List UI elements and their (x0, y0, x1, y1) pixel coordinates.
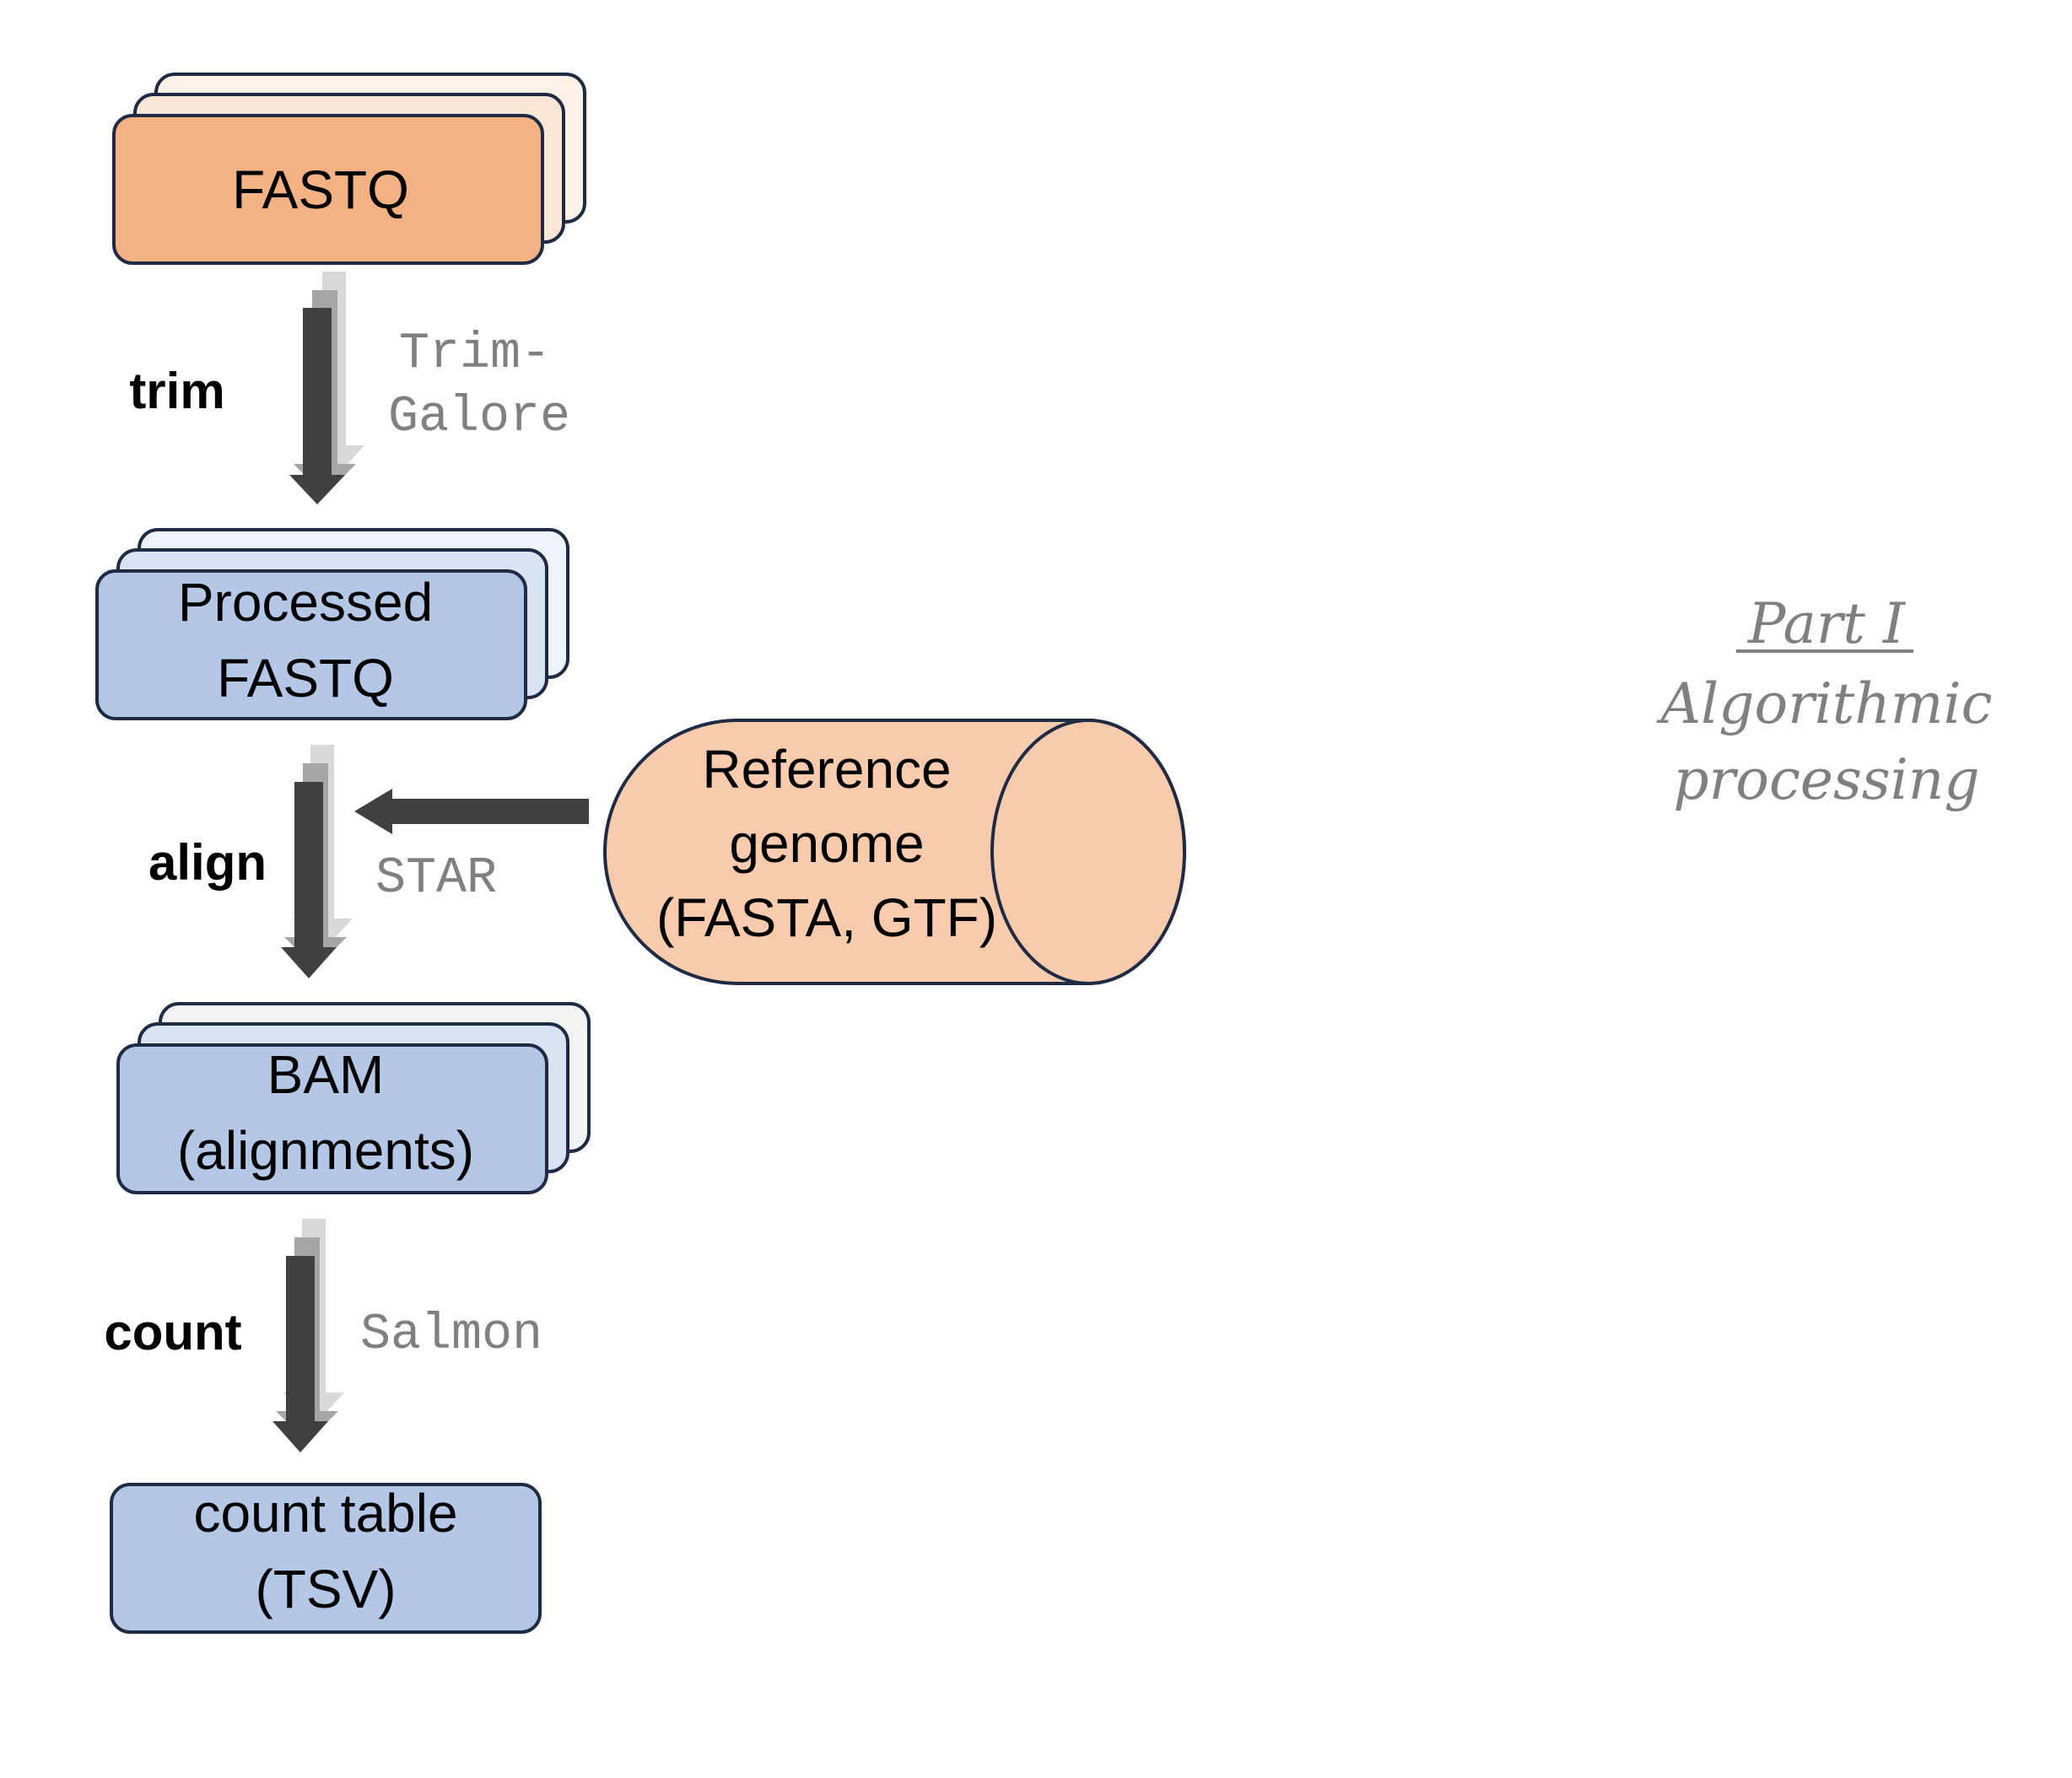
trim-step-label: trim (129, 363, 224, 419)
side-note-line-1: Algorithmic (1655, 671, 1992, 736)
reference-arrow-shaft (392, 799, 589, 824)
trim-arrow (289, 272, 364, 504)
count-arrow-head (272, 1421, 328, 1452)
fastq-front-sheet (112, 114, 544, 265)
count-table-sheet (110, 1483, 542, 1634)
bam-label-line-2: (alignments) (177, 1120, 474, 1181)
count-table-label-line-1: count table (193, 1483, 457, 1544)
align-step-label: align (148, 834, 267, 891)
trim-tool-label-line-1: Trim- (399, 326, 551, 383)
trim-tool-label-line-2: Galore (388, 389, 570, 446)
reference-genome-node: Reference genome (FASTA, GTF) (603, 719, 1186, 985)
side-note-title: Part I (1747, 591, 1907, 656)
reference-label-line-2: genome (729, 813, 924, 874)
align-tool-label: STAR (375, 850, 497, 908)
count-step-label: count (104, 1304, 241, 1360)
side-note-line-2: processing (1673, 747, 1979, 812)
count-tool-label: Salmon (360, 1307, 542, 1364)
bam-label-line-1: BAM (267, 1044, 385, 1105)
processed-fastq-label-line-2: FASTQ (217, 648, 394, 709)
count-arrow-shaft (286, 1256, 315, 1421)
trim-arrow-head (289, 475, 345, 504)
align-arrow-shaft (294, 782, 323, 947)
processed-fastq-label-line-1: Processed (178, 572, 433, 633)
trim-arrow-shaft (303, 308, 332, 475)
count-table-node: count table (TSV) (110, 1483, 542, 1634)
align-arrow (281, 745, 353, 978)
side-note: Part I Algorithmic processing (1655, 591, 1992, 812)
bam-front-sheet (116, 1043, 548, 1194)
bam-node: BAM (alignments) (116, 1002, 591, 1194)
processed-fastq-node: Processed FASTQ (95, 528, 569, 720)
processed-fastq-front-sheet (95, 569, 527, 720)
reference-arrow-head (354, 789, 392, 834)
count-arrow (272, 1219, 344, 1452)
fastq-node: FASTQ (112, 73, 586, 265)
reference-to-align-arrow (354, 789, 589, 834)
reference-label-line-3: (FASTA, GTF) (656, 887, 997, 948)
reference-label-line-1: Reference (702, 739, 951, 800)
align-arrow-head (281, 947, 337, 978)
count-table-label-line-2: (TSV) (255, 1559, 396, 1619)
reference-cylinder-end (990, 719, 1186, 985)
fastq-label: FASTQ (232, 159, 409, 220)
